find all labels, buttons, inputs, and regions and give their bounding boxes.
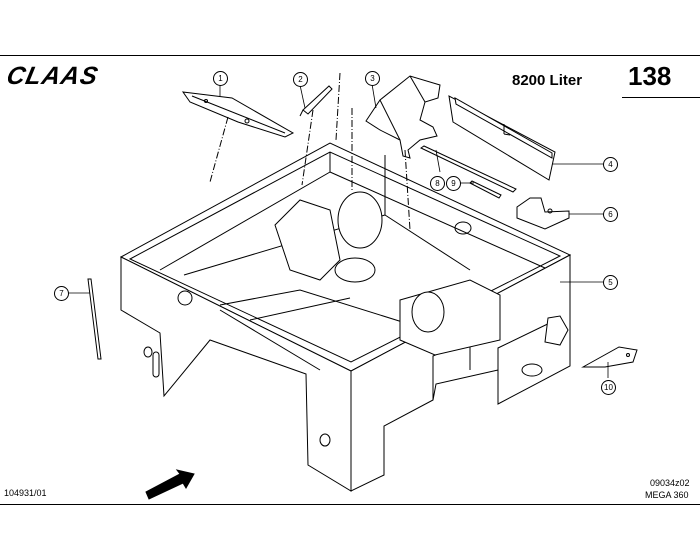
- callout-8: 8: [430, 176, 445, 191]
- drawing-code: 09034z02: [650, 478, 690, 488]
- callout-4: 4: [603, 157, 618, 172]
- svg-text:CLAAS: CLAAS: [8, 62, 101, 88]
- document-number: 104931/01: [4, 488, 47, 498]
- page-title: 8200 Liter: [512, 72, 583, 89]
- callout-9: 9: [446, 176, 461, 191]
- claas-logo: CLAAS: [8, 62, 101, 88]
- callout-2: 2: [293, 72, 308, 87]
- callout-1: 1: [213, 71, 228, 86]
- part-8-9-strip: [419, 145, 517, 199]
- callout-leaders: [67, 83, 609, 378]
- part-3-deflector: [365, 75, 441, 159]
- callout-10: 10: [601, 380, 616, 395]
- assembly-guide-lines: [209, 72, 411, 231]
- part-10-plate: [581, 346, 638, 368]
- callout-5: 5: [603, 275, 618, 290]
- page-number: 138: [628, 61, 672, 91]
- callout-3: 3: [365, 71, 380, 86]
- callout-6: 6: [603, 207, 618, 222]
- model-name: MEGA 360: [645, 490, 689, 500]
- part-4-rear-panel: [448, 95, 556, 181]
- part-7-side-strip: [87, 278, 102, 360]
- callout-7: 7: [54, 286, 69, 301]
- part-6-bracket: [516, 197, 570, 230]
- main-body-frame: [119, 142, 572, 492]
- page-number-underline: [622, 97, 700, 98]
- direction-arrow: [145, 469, 195, 500]
- part-2-bracket: [299, 85, 333, 117]
- part-1-cover-plate: [181, 91, 295, 138]
- drawing-sheet-frame: [0, 55, 700, 505]
